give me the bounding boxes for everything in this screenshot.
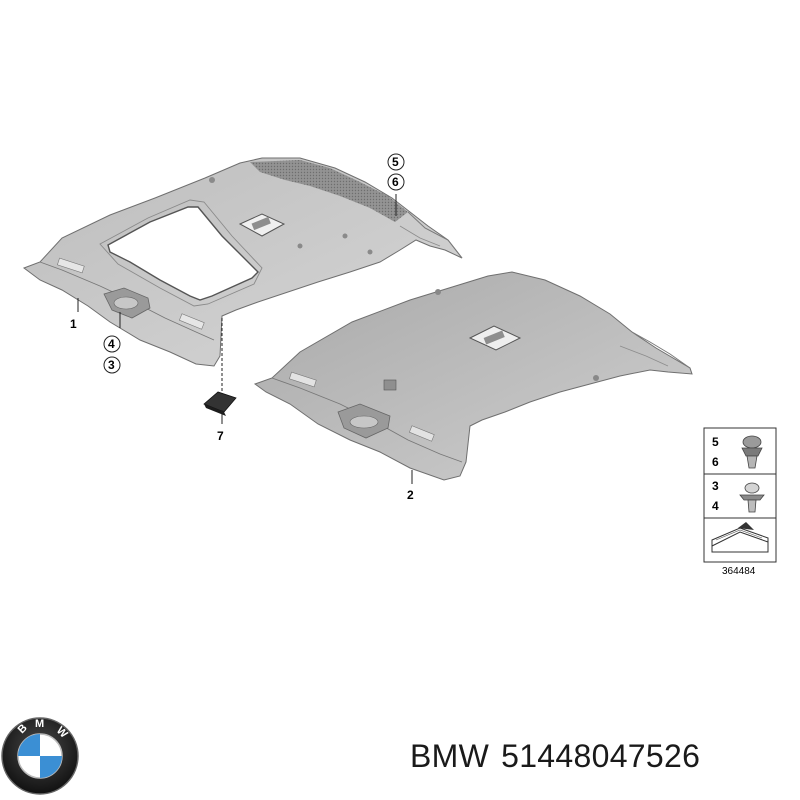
bmw-logo: B M W bbox=[1, 717, 79, 795]
svg-text:7: 7 bbox=[217, 429, 224, 443]
callout-3: 3 bbox=[103, 356, 121, 374]
brand-name: BMW bbox=[410, 738, 490, 774]
svg-text:5: 5 bbox=[392, 155, 399, 169]
callout-1: 1 bbox=[70, 317, 77, 331]
callout-7: 7 bbox=[217, 429, 224, 443]
svg-text:5: 5 bbox=[712, 435, 719, 449]
svg-text:3: 3 bbox=[712, 479, 719, 493]
svg-text:3: 3 bbox=[108, 358, 115, 372]
svg-text:1: 1 bbox=[70, 317, 77, 331]
svg-text:4: 4 bbox=[108, 337, 115, 351]
svg-text:6: 6 bbox=[712, 455, 719, 469]
push-clip-icon bbox=[741, 435, 763, 469]
part-number: 51448047526 bbox=[501, 738, 701, 774]
headliner-with-sunroof bbox=[22, 157, 463, 367]
headliner-without-sunroof bbox=[253, 271, 693, 481]
callout-2: 2 bbox=[407, 488, 414, 502]
small-cover-part bbox=[203, 391, 237, 416]
svg-text:2: 2 bbox=[407, 488, 414, 502]
diagram-code: 364484 bbox=[722, 566, 756, 577]
leader-lines bbox=[77, 194, 413, 484]
part-caption: BMW 51448047526 bbox=[410, 738, 712, 775]
adhesive-pad-icon bbox=[711, 522, 769, 553]
callout-6: 6 bbox=[387, 173, 405, 191]
expansion-rivet-icon bbox=[739, 482, 765, 513]
callout-4: 4 bbox=[103, 335, 121, 353]
svg-text:6: 6 bbox=[392, 175, 399, 189]
svg-text:4: 4 bbox=[712, 499, 719, 513]
svg-text:M: M bbox=[35, 718, 44, 730]
callout-5: 5 bbox=[387, 153, 405, 171]
fastener-legend: 5 6 3 4 bbox=[703, 427, 777, 563]
